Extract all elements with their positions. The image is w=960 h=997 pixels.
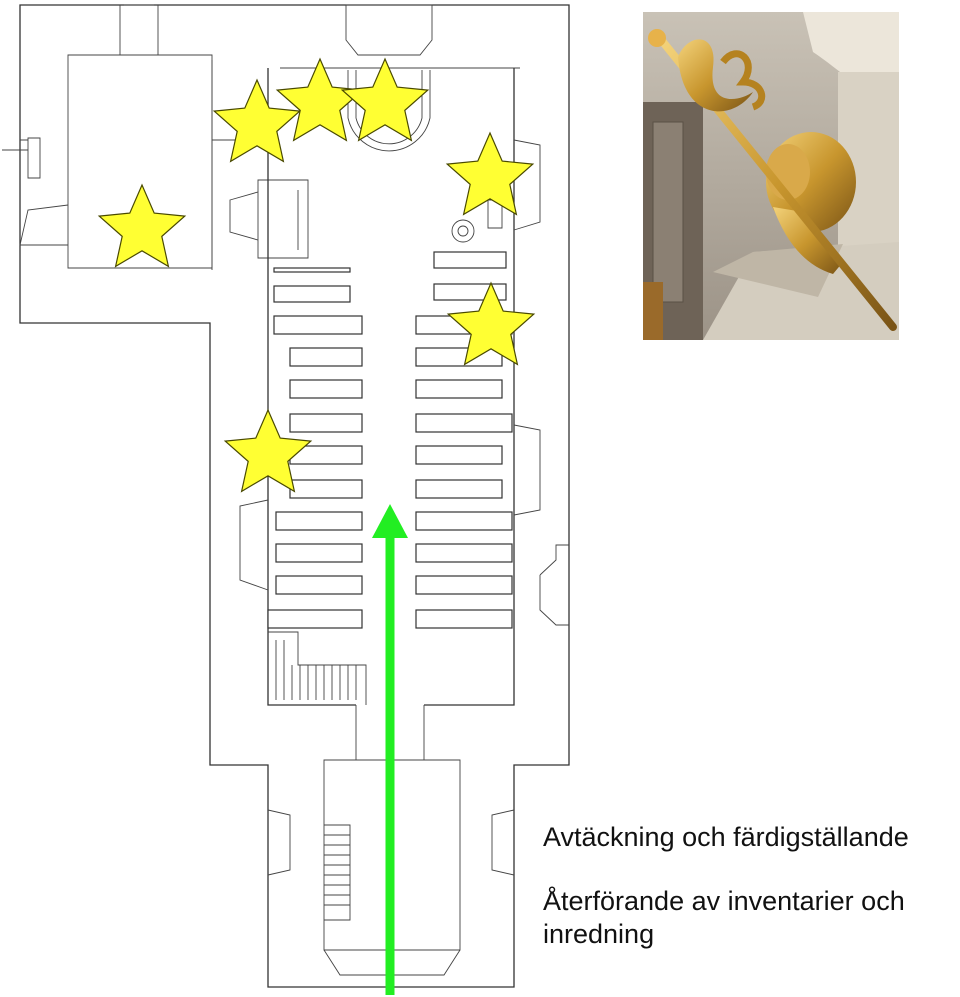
route-arrow: [372, 504, 408, 995]
sculpture-photo: [643, 12, 899, 340]
right-pews: [415, 251, 513, 629]
caption-unveiling: Avtäckning och färdigställande: [543, 822, 909, 852]
star-icon: [446, 281, 536, 366]
tower-stairs: [324, 824, 351, 921]
star-icon: [223, 408, 313, 493]
photo-icon: [643, 12, 899, 340]
star-icon: [275, 57, 365, 142]
star-icon: [340, 57, 430, 142]
chancel-rail: [347, 70, 431, 152]
star-icon: [445, 131, 535, 216]
nave-wall: [267, 68, 515, 706]
marker-stars: [97, 57, 536, 493]
outer-wall: [19, 4, 570, 988]
gallery-stairs: [268, 631, 367, 705]
caption-restoration: Återförande av inventarier och inredning: [543, 886, 905, 949]
left-pews: [267, 267, 363, 629]
star-icon: [212, 78, 302, 163]
pulpit: [451, 219, 475, 243]
apse: [345, 4, 433, 56]
vestry-door: [19, 204, 69, 246]
star-icon: [97, 183, 187, 268]
